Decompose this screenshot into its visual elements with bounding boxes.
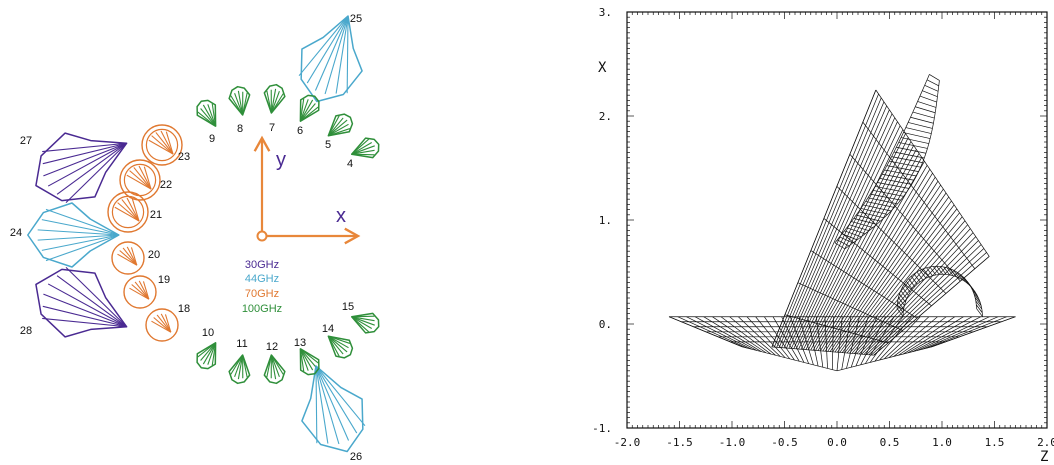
horn-layout: 25 26 24 27 28 23 22 21 20 19 18 9 8 7 6 5 4 10 11 12 13 14 15 [10,13,380,463]
horn-7: 7 [263,83,286,134]
horn-21: 21 [107,191,162,233]
legend-70ghz: 70GHz [245,288,279,300]
x-tick-label: 1.5 [985,436,1005,449]
legend-44ghz: 44GHz [245,273,279,285]
horn-label-25: 25 [350,13,362,25]
frequency-legend: 30GHz 44GHz 70GHz 100GHz [242,259,282,315]
horn-8: 8 [228,85,251,135]
horn-label-28: 28 [20,325,32,337]
horn-label-26: 26 [350,451,362,463]
horn-10: 10 [196,327,217,370]
coordinate-axes: x y [253,135,361,245]
plot-ticks [626,11,1048,429]
x-tick-label: -2.0 [614,436,641,449]
x-tick-label: 0.0 [827,436,847,449]
horn-label-9: 9 [209,133,215,145]
x-tick-label: 1.0 [932,436,952,449]
y-tick-label: 3. [599,6,612,19]
wireframe-plot: -2.0 -1.5 -1.0 -0.5 0.0 0.5 1.0 1.5 2.0 -1. 0. 1. 2… [592,6,1054,465]
x-tick-label: -0.5 [771,436,798,449]
horn-22: 22 [119,159,172,201]
horn-28: 28 [20,266,128,338]
horn-label-21: 21 [150,209,162,221]
horn-label-4: 4 [347,158,353,170]
horn-6: 6 [297,94,320,137]
horn-label-18: 18 [178,303,190,315]
horn-14: 14 [322,323,354,359]
x-tick-labels: -2.0 -1.5 -1.0 -0.5 0.0 0.5 1.0 1.5 2.0 [614,436,1054,449]
horn-13: 13 [294,337,320,376]
y-axis-label: y [276,149,286,171]
horn-label-20: 20 [148,249,160,261]
horn-23: 23 [141,124,190,166]
axes-origin [256,230,268,242]
horn-label-11: 11 [236,338,247,350]
horn-label-19: 19 [158,274,170,286]
wireframe-surface [668,74,1016,372]
plot-y-axis-label: X [598,60,607,76]
x-tick-label: -1.0 [719,436,746,449]
horn-12: 12 [263,341,286,385]
horn-label-14: 14 [322,323,334,335]
horn-27: 27 [20,132,128,204]
horn-15: 15 [342,301,380,334]
horn-label-7: 7 [269,122,275,134]
horn-5: 5 [325,113,354,151]
horn-18: 18 [145,303,190,342]
horn-label-23: 23 [178,151,190,163]
y-tick-label: 0. [599,318,612,331]
plot-x-axis-label: Z [1040,449,1048,465]
horn-label-24: 24 [10,227,22,239]
legend-30ghz: 30GHz [245,259,279,271]
horn-20: 20 [111,241,160,275]
horn-11: 11 [228,338,251,385]
horn-label-5: 5 [325,139,331,151]
y-tick-label: 1. [599,214,612,227]
horn-label-15: 15 [342,301,354,313]
x-tick-label: 2.0 [1037,436,1054,449]
y-tick-labels: -1. 0. 1. 2. 3. [592,6,612,435]
horn-label-12: 12 [266,341,278,353]
focal-plane-diagram: x y 30GHz 44GHz 70GHz 100GHz 25262427282… [10,13,380,463]
horn-label-27: 27 [20,135,32,147]
x-tick-label: 0.5 [880,436,900,449]
x-tick-label: -1.5 [666,436,693,449]
horn-label-10: 10 [202,327,214,339]
horn-4: 4 [347,137,380,170]
horn-label-13: 13 [294,337,306,349]
horn-label-8: 8 [237,123,243,135]
horn-label-22: 22 [160,179,172,191]
horn-label-6: 6 [297,125,303,137]
horn-9: 9 [196,99,217,145]
horn-26: 26 [301,365,366,463]
horn-25: 25 [298,13,363,103]
x-axis-label: x [336,205,346,227]
horn-24: 24 [10,202,120,268]
legend-100ghz: 100GHz [242,303,282,315]
y-tick-label: -1. [592,422,612,435]
y-tick-label: 2. [599,110,612,123]
horn-19: 19 [123,274,170,309]
